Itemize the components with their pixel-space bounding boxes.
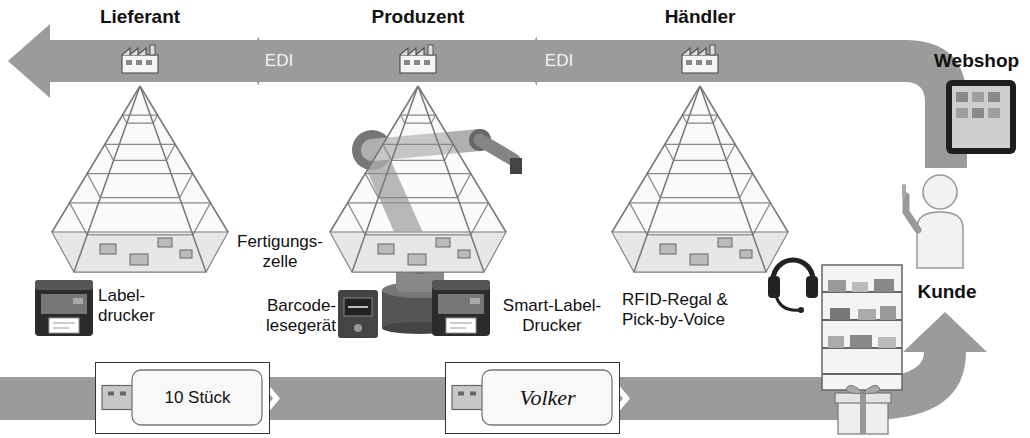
goods-icon bbox=[690, 254, 708, 265]
product-label: 10 Stück bbox=[164, 388, 230, 408]
stage-pyramid: Produzent bbox=[313, 6, 523, 282]
goods-icon bbox=[378, 244, 394, 254]
goods-icon bbox=[458, 250, 470, 258]
goods-icon bbox=[180, 250, 192, 258]
customer-figure bbox=[904, 175, 963, 268]
goods-icon bbox=[408, 254, 426, 265]
pyramid-level bbox=[630, 203, 771, 235]
stage-heading: Produzent bbox=[313, 6, 523, 29]
pyramid-face bbox=[140, 86, 228, 272]
pyramid-level bbox=[383, 144, 453, 160]
device-label: Smart-Label- Drucker bbox=[495, 296, 609, 337]
actor-label: Webshop bbox=[934, 50, 1024, 73]
device-label: Fertigungs- zelle bbox=[232, 232, 328, 273]
arrowhead bbox=[245, 36, 259, 86]
product-label-area: Volker bbox=[484, 371, 611, 425]
factory-icon bbox=[682, 45, 718, 73]
pyramid-edge bbox=[418, 86, 484, 272]
barcode-reader-icon bbox=[338, 290, 378, 338]
info-flow-band bbox=[48, 40, 967, 168]
device-label: Barcode- lesegerät bbox=[252, 296, 336, 337]
pyramid-edge bbox=[700, 86, 766, 272]
stage-heading: Lieferant bbox=[35, 6, 245, 29]
actor-label: Kunde bbox=[912, 281, 982, 304]
pyramid-outline bbox=[595, 6, 805, 282]
label-printer-icon bbox=[35, 280, 93, 336]
pyramid-outline bbox=[35, 6, 245, 282]
tablet-icon bbox=[946, 80, 1016, 154]
flow-connector bbox=[245, 36, 313, 86]
goods-icon bbox=[158, 238, 172, 247]
goods-icon bbox=[740, 250, 752, 258]
pyramid-level bbox=[87, 174, 193, 198]
smart-label-printer-icon bbox=[432, 280, 490, 336]
connector-label: EDI bbox=[262, 51, 296, 71]
headset-icon bbox=[768, 260, 818, 313]
device-label: RFID-Regal & Pick-by-Voice bbox=[622, 290, 760, 331]
pyramid-outline bbox=[313, 6, 523, 282]
factory-icon bbox=[400, 45, 436, 73]
gift-icon bbox=[835, 385, 891, 434]
info-flow-arrowhead bbox=[8, 24, 50, 98]
product-box: 10 Stück bbox=[95, 362, 270, 434]
stage-pyramid: Lieferant bbox=[35, 6, 245, 282]
flow-connector bbox=[523, 36, 595, 86]
pyramid-edge bbox=[352, 86, 418, 272]
pyramid-face bbox=[418, 86, 506, 272]
product-box: Volker bbox=[445, 362, 620, 434]
product-label: Volker bbox=[519, 385, 575, 411]
pyramid-level bbox=[647, 174, 753, 198]
rfid-shelf-icon bbox=[822, 265, 902, 390]
pyramid-level bbox=[365, 174, 471, 198]
goods-icon bbox=[130, 254, 148, 265]
goods-icon bbox=[100, 244, 116, 254]
goods-icon bbox=[436, 238, 450, 247]
stage-heading: Händler bbox=[595, 6, 805, 29]
stage-pyramid: Händler bbox=[595, 6, 805, 282]
goods-icon bbox=[660, 244, 676, 254]
pyramid-level bbox=[105, 144, 175, 160]
pyramid-edge bbox=[74, 86, 140, 272]
device-label: Label- drucker bbox=[98, 286, 172, 327]
pyramid-level bbox=[665, 144, 735, 160]
connector-label: EDI bbox=[542, 51, 576, 71]
pyramid-edge bbox=[140, 86, 206, 272]
pyramid-level bbox=[70, 203, 211, 235]
factory-icon bbox=[122, 45, 158, 73]
pyramid-edge bbox=[634, 86, 700, 272]
arrowhead bbox=[523, 36, 537, 86]
goods-icon bbox=[718, 238, 732, 247]
product-label-area: 10 Stück bbox=[134, 371, 261, 425]
pyramid-face bbox=[700, 86, 788, 272]
pyramid-level bbox=[348, 203, 489, 235]
